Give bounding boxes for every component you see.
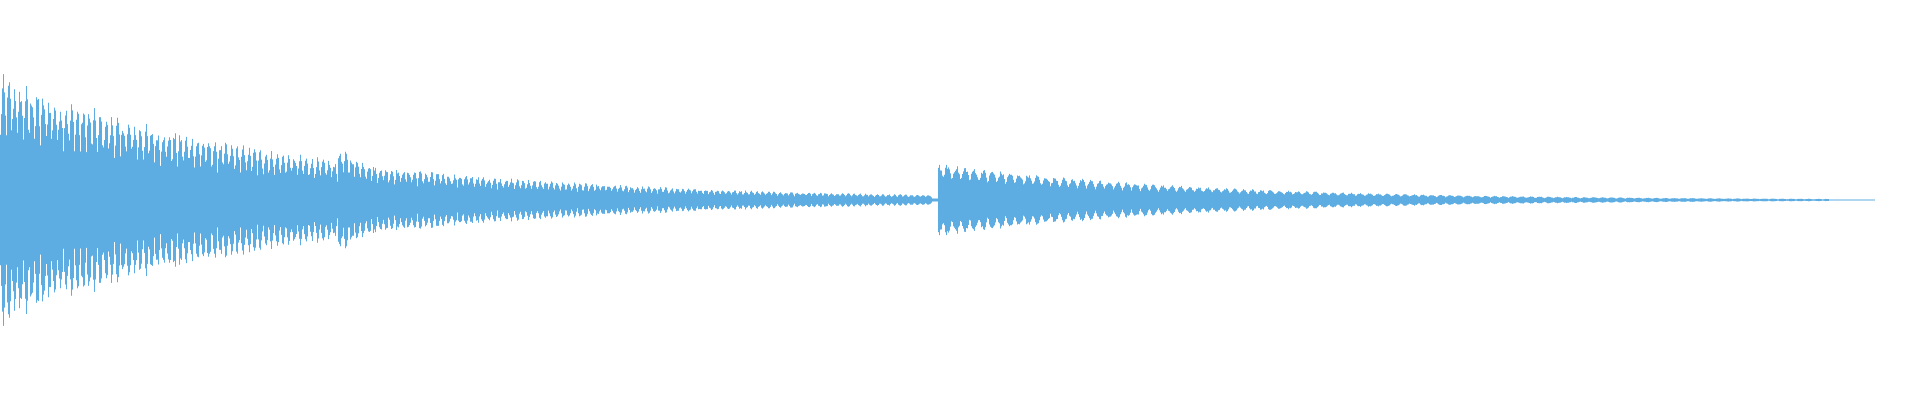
waveform-path	[0, 74, 1829, 326]
waveform-bars	[0, 74, 1829, 326]
